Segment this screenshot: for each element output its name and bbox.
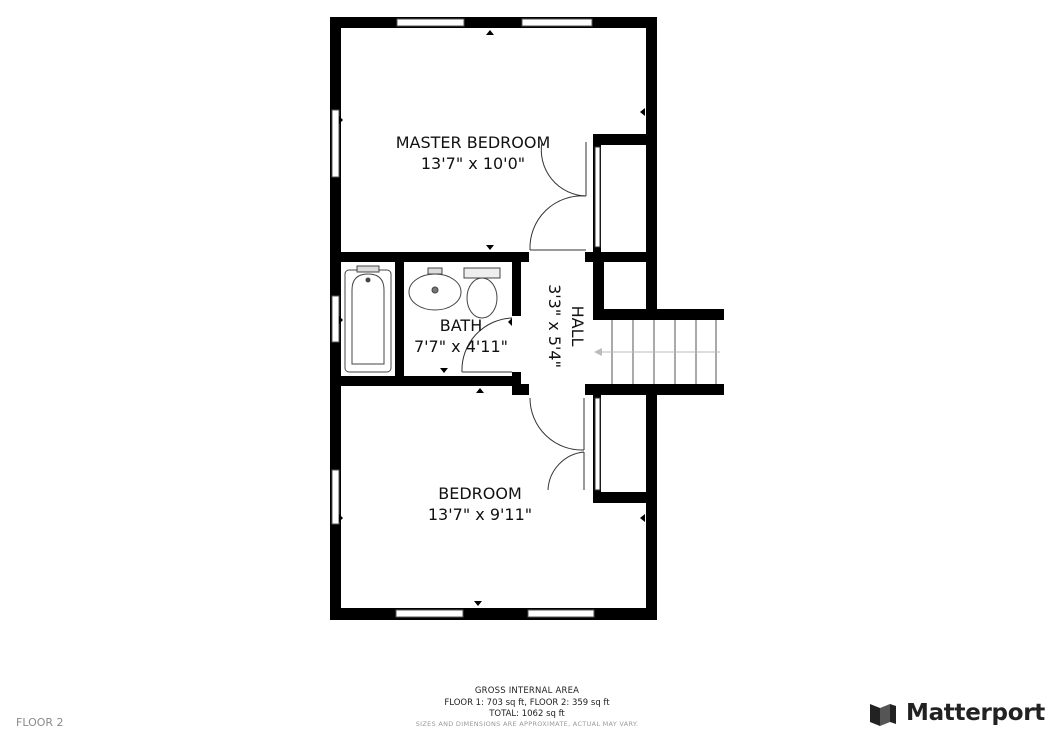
toilet-tank-icon bbox=[463, 267, 501, 279]
stairs bbox=[594, 320, 720, 384]
top-wall bbox=[330, 17, 657, 28]
hall-dims: 3'3" x 5'4" bbox=[545, 284, 564, 368]
hall-left-wall bbox=[512, 262, 521, 316]
bath-dims: 7'7" x 4'11" bbox=[414, 337, 508, 356]
closet-doors bbox=[594, 146, 601, 491]
stair-arrow-icon bbox=[594, 348, 602, 356]
matterport-logo-icon bbox=[870, 704, 896, 726]
disclaimer: SIZES AND DIMENSIONS ARE APPROXIMATE, AC… bbox=[415, 720, 639, 728]
door-openings bbox=[512, 252, 585, 395]
floor-label: FLOOR 2 bbox=[16, 716, 64, 729]
bath-bottom-wall bbox=[341, 376, 521, 386]
master-bedroom-name: MASTER BEDROOM bbox=[396, 133, 551, 152]
right-wall-upper bbox=[646, 17, 657, 145]
total-area: TOTAL: 1062 sq ft bbox=[489, 709, 565, 719]
window bbox=[331, 109, 340, 178]
toilet-bowl-icon bbox=[466, 277, 498, 319]
brand-logo: Matterport bbox=[868, 697, 1045, 729]
window bbox=[527, 609, 595, 618]
wall-markers bbox=[339, 30, 645, 606]
master-closet-top bbox=[593, 134, 657, 145]
master-bottom-wall-right bbox=[585, 252, 657, 262]
windows bbox=[331, 18, 595, 618]
window bbox=[395, 609, 464, 618]
hall-left-wall-low bbox=[512, 372, 521, 386]
hall-bottom-wall bbox=[512, 384, 529, 395]
floor-areas: FLOOR 1: 703 sq ft, FLOOR 2: 359 sq ft bbox=[444, 698, 610, 708]
hall-name: HALL bbox=[568, 306, 587, 347]
brand-name: Matterport bbox=[906, 700, 1045, 726]
bedroom-name: BEDROOM bbox=[438, 484, 522, 503]
stair-wall-bottom bbox=[593, 384, 724, 395]
bath-name: BATH bbox=[440, 316, 482, 335]
bedroom-closet-bottom bbox=[593, 492, 657, 503]
stair-post-upper bbox=[593, 262, 604, 320]
stair-wall-top bbox=[593, 309, 724, 320]
window bbox=[521, 18, 593, 27]
room-labels: MASTER BEDROOM 13'7" x 10'0" BATH 7'7" x… bbox=[396, 133, 587, 524]
tub-partition bbox=[395, 262, 404, 376]
window bbox=[331, 295, 340, 343]
master-bedroom-dims: 13'7" x 10'0" bbox=[421, 154, 525, 173]
bedroom-dims: 13'7" x 9'11" bbox=[428, 505, 532, 524]
window bbox=[396, 18, 465, 27]
window bbox=[331, 469, 340, 525]
bedroom-closet-outer bbox=[646, 389, 657, 503]
master-bottom-wall bbox=[341, 252, 529, 262]
master-closet-outer bbox=[646, 134, 657, 310]
bottom-wall bbox=[330, 608, 657, 620]
door-swings bbox=[461, 141, 587, 491]
bath-fixtures bbox=[344, 265, 501, 373]
gross-area-title: GROSS INTERNAL AREA bbox=[474, 686, 580, 696]
right-wall-lower bbox=[646, 495, 657, 620]
